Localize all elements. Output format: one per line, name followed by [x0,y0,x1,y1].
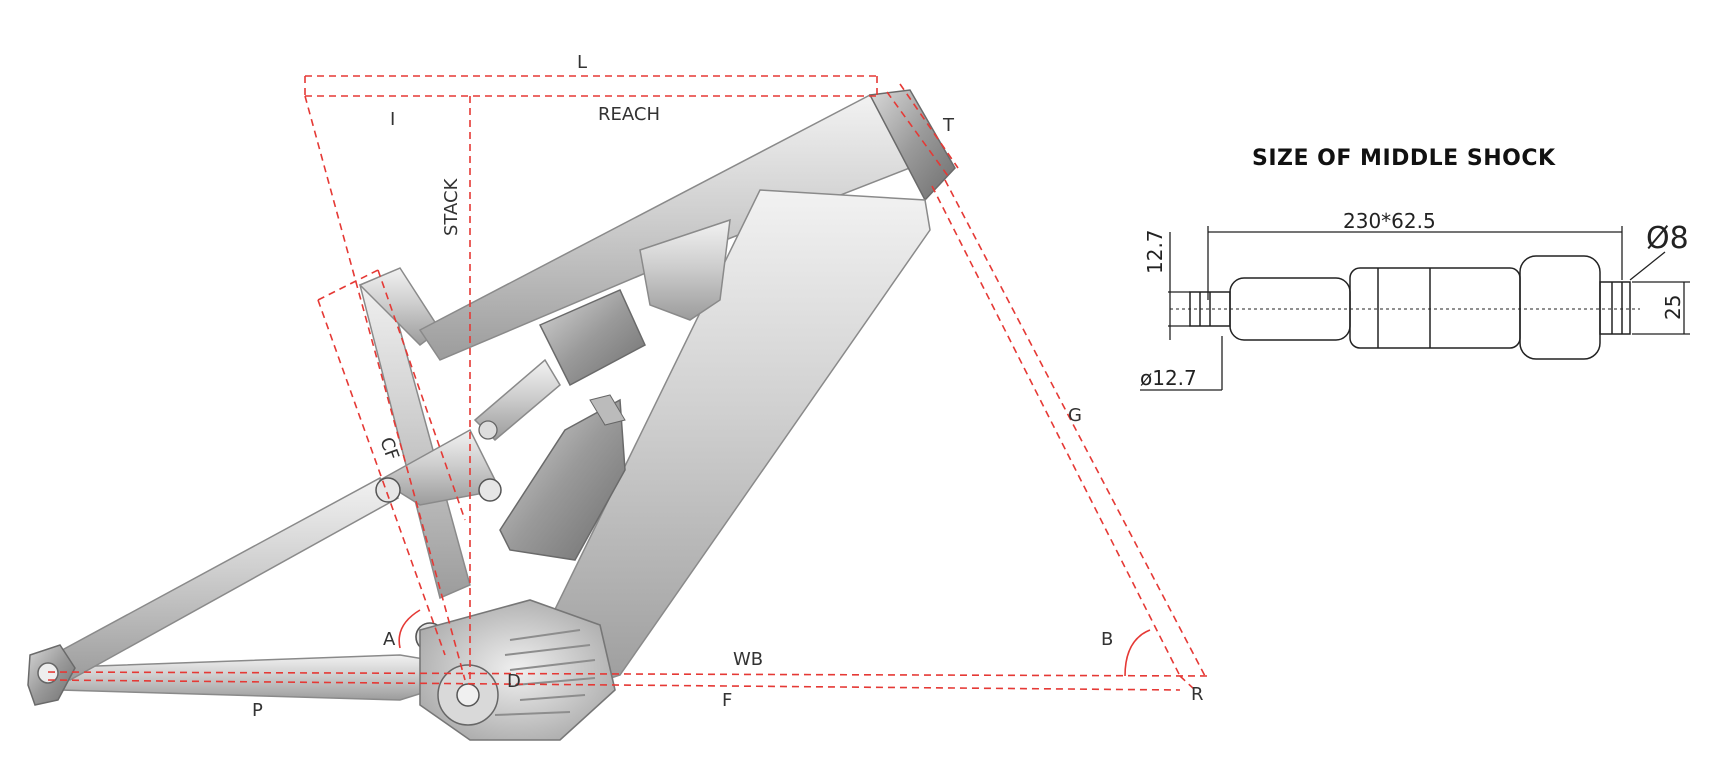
label-B: B [1101,629,1113,650]
rear-shock-body [473,289,646,442]
shock-spec-panel: SIZE OF MIDDLE SHOCK [1140,146,1690,391]
geometry-labels: L I REACH T STACK G CF A B D WB F P R [252,52,1204,721]
shock-width-dim: 25 [1661,295,1685,320]
label-T: T [942,115,955,136]
water-bottle [499,394,626,561]
label-F: F [722,690,732,711]
label-P: P [252,700,263,721]
shock-length-dim: 230*62.5 [1343,209,1436,233]
label-WB: WB [733,649,763,670]
head-tube [868,89,956,202]
label-reach: REACH [598,104,660,125]
label-G: G [1068,405,1082,426]
pivot-rocker [478,478,502,502]
seatstay [38,477,400,681]
label-R: R [1191,684,1204,705]
shock-mount [639,218,731,321]
shock-diameter-dim: Ø8 [1646,221,1689,256]
shock-title: SIZE OF MIDDLE SHOCK [1252,146,1556,171]
pivot-upper [375,477,401,503]
label-stack: STACK [441,177,462,236]
shock-outline [1170,255,1640,360]
motor-cooling-fins [494,629,596,716]
rear-axle [37,662,59,684]
label-L: L [577,52,587,73]
label-D: D [507,671,521,692]
shock-dimensions [1140,226,1690,391]
label-I: I [390,109,395,130]
bike-frame [27,89,956,741]
label-A: A [383,629,396,650]
geometry-lines [47,75,1209,691]
shock-eye-dim: 12.7 [1143,229,1167,274]
shock-bore-dim: ø12.7 [1140,366,1197,390]
